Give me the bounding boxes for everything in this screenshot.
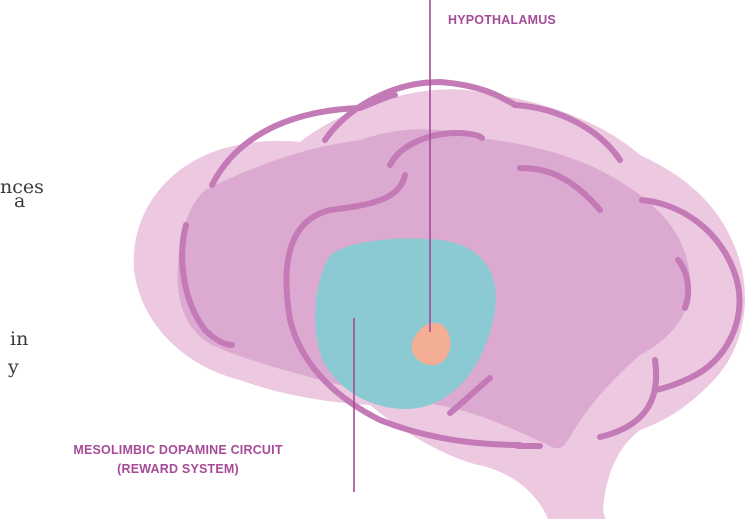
hypothalamus-label: HYPOTHALAMUS xyxy=(448,13,556,27)
mesolimbic-label-line2: (REWARD SYSTEM) xyxy=(28,460,328,479)
mesolimbic-circuit-label: MESOLIMBIC DOPAMINE CIRCUIT (REWARD SYST… xyxy=(28,441,328,479)
mesolimbic-label-line1: MESOLIMBIC DOPAMINE CIRCUIT xyxy=(28,441,328,460)
